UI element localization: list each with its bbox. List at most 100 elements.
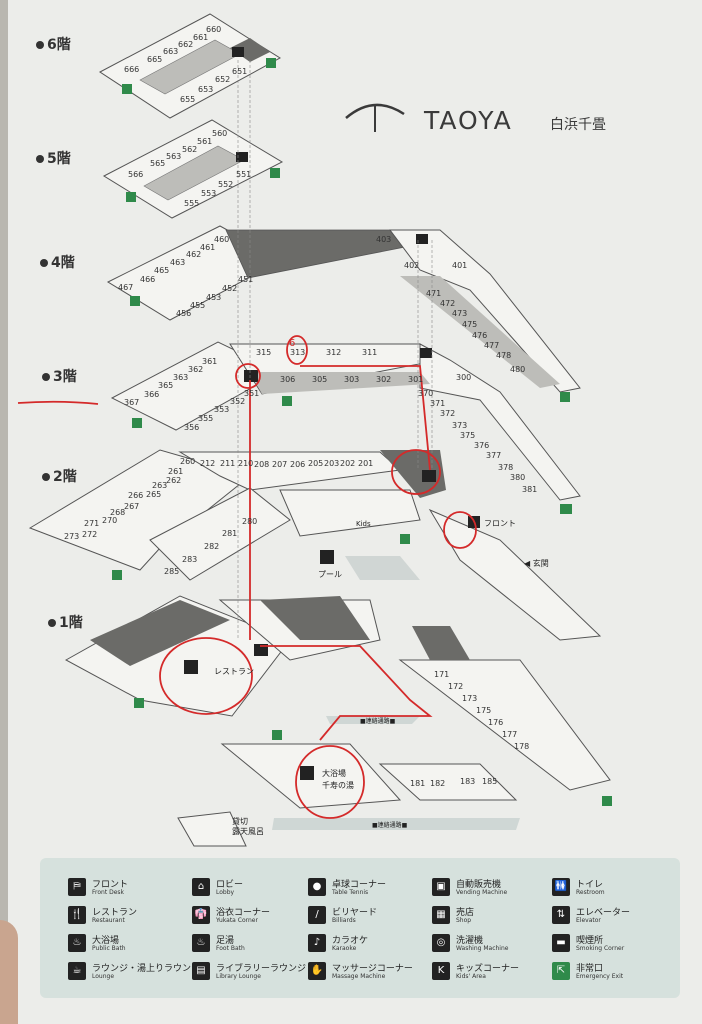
- room-number: 261: [168, 467, 183, 476]
- room-number: 361: [202, 357, 217, 366]
- legend-label-en: Massage Machine: [332, 973, 386, 980]
- room-number: 466: [140, 275, 155, 284]
- legend-label: カラオケ: [332, 936, 369, 946]
- room-number: 280: [242, 517, 257, 526]
- room-number: 311: [362, 348, 377, 357]
- entrance-label: ◀ 玄関: [524, 558, 549, 568]
- private-bath-label-2: 露天風呂: [232, 827, 264, 836]
- legend-label: 非常口: [576, 964, 604, 974]
- restroom-icon: [236, 152, 248, 162]
- legend-label: 売店: [456, 908, 475, 918]
- legend-label-en: Front Desk: [92, 889, 124, 896]
- room-number: 661: [193, 33, 208, 42]
- room-number: 452: [222, 284, 237, 293]
- room-number: 462: [186, 250, 201, 259]
- vending-icon: ▣: [432, 878, 450, 896]
- room-number: 212: [200, 459, 215, 468]
- legend-label: 洗濯機: [456, 936, 484, 946]
- legend-label-en: Table Tennis: [332, 889, 369, 896]
- room-number: 202: [340, 459, 355, 468]
- room-number: 465: [154, 266, 169, 275]
- legend-label: 卓球コーナー: [332, 880, 387, 890]
- bath-icon: ♨: [68, 934, 86, 952]
- room-number: 553: [201, 189, 216, 198]
- legend-label-en: Billiards: [332, 917, 356, 924]
- foot-bath-icon: ♨: [192, 934, 210, 952]
- room-number: 312: [326, 348, 341, 357]
- exit-icon: [270, 168, 280, 178]
- room-number: 370: [418, 389, 433, 398]
- room-number: 182: [430, 779, 445, 788]
- room-number: 273: [64, 532, 79, 541]
- yukata-icon: 👘: [192, 906, 210, 924]
- legend-label: ロビー: [216, 880, 244, 890]
- karaoke-icon: ♪: [308, 934, 326, 952]
- exit-icon: ⇱: [552, 962, 570, 980]
- lobby-icon: ⌂: [192, 878, 210, 896]
- front-desk-icon: ⛿: [68, 878, 86, 896]
- exit-icon: [122, 84, 132, 94]
- legend-label-en: Restaurant: [92, 917, 125, 924]
- room-number: 262: [166, 476, 181, 485]
- room-number: 175: [476, 706, 491, 715]
- room-number: 478: [496, 351, 511, 360]
- legend-label-en: Washing Machine: [456, 945, 509, 952]
- massage-icon: ✋: [308, 962, 326, 980]
- room-number: 183: [460, 777, 475, 786]
- room-number: 300: [456, 373, 471, 382]
- room-number: 663: [163, 47, 178, 56]
- legend-label: 自動販売機: [456, 880, 502, 890]
- room-number: 365: [158, 381, 173, 390]
- floor-label-5: 5階: [36, 148, 71, 168]
- legend-label: レストラン: [92, 908, 138, 918]
- room-number: 270: [102, 516, 117, 525]
- lounge-icon: ☕: [68, 962, 86, 980]
- restaurant-icon: [184, 660, 198, 674]
- room-number: 371: [430, 399, 445, 408]
- room-number: 372: [440, 409, 455, 418]
- pool-label: プール: [318, 570, 342, 579]
- room-number: 660: [206, 25, 221, 34]
- legend-label-en: Restroom: [576, 889, 605, 896]
- room-number: 363: [173, 373, 188, 382]
- room-number: 456: [176, 309, 191, 318]
- taoya-logo-mark-icon: [345, 103, 405, 132]
- room-number: 176: [488, 718, 503, 727]
- room-number: 662: [178, 40, 193, 49]
- room-number: 210: [238, 459, 253, 468]
- legend-label: ライブラリーラウンジ: [216, 964, 307, 974]
- room-number: 401: [452, 261, 467, 270]
- legend-label: マッサージコーナー: [332, 964, 413, 974]
- room-number: 353: [214, 405, 229, 414]
- legend-label-en: Emergency Exit: [576, 973, 624, 980]
- room-number: 267: [124, 502, 139, 511]
- room-number: 271: [84, 519, 99, 528]
- room-number: 378: [498, 463, 513, 472]
- shop-icon: ▦: [432, 906, 450, 924]
- floor-1-plan: [64, 595, 612, 847]
- legend-label: 足湯: [216, 936, 235, 946]
- smoking-icon: ▬: [552, 934, 570, 952]
- restroom-icon: 🚻: [552, 878, 570, 896]
- floor-2-plan: [28, 449, 602, 641]
- room-number: 566: [128, 170, 143, 179]
- legend-label-en: Foot Bath: [216, 945, 245, 952]
- legend-label: エレベーター: [576, 908, 631, 918]
- exit-icon: [132, 418, 142, 428]
- room-number: 403: [376, 235, 391, 244]
- room-number: 206: [290, 460, 305, 469]
- room-number: 172: [448, 682, 463, 691]
- room-number: 366: [144, 390, 159, 399]
- room-number: 283: [182, 555, 197, 564]
- room-number: 380: [510, 473, 525, 482]
